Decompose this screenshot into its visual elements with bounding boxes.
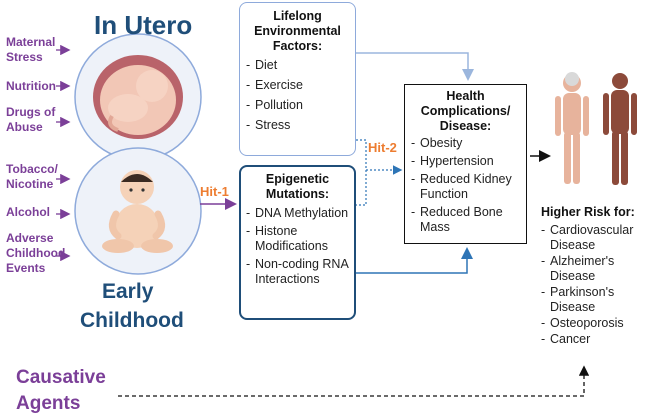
causative-arrow — [118, 365, 590, 397]
hit2-label: Hit-2 — [368, 140, 397, 155]
lifelong-factors-title: Lifelong Environmental Factors: — [254, 9, 341, 53]
list-item: -Reduced Bone Mass — [411, 205, 503, 234]
higher-risk-title: Higher Risk for: — [541, 205, 635, 219]
epigenetic-mutations-title: Epigenetic Mutations: — [265, 172, 330, 201]
lifelong-factors-list: -Diet -Exercise -Pollution -Stress — [246, 58, 349, 133]
childhood-title: Childhood — [80, 309, 184, 332]
higher-risk-list: -Cardiovascular Disease -Alzheimer's Dis… — [541, 223, 641, 347]
hit2-bracket — [356, 139, 367, 206]
human-figures-illustration — [555, 72, 637, 185]
list-item: -DNA Methylation — [246, 206, 349, 220]
fetus-illustration — [93, 55, 183, 139]
agent-drugs-of-abuse: Drugs of Abuse — [6, 105, 56, 134]
list-item: -Cardiovascular Disease — [541, 223, 634, 252]
agent-maternal-stress: Maternal Stress — [6, 35, 56, 64]
lifelong-to-health-arrow — [356, 52, 474, 81]
agent-adverse-childhood-events: Adverse Childhood Events — [6, 231, 66, 275]
agent-tobacco-nicotine: Tobacco/ Nicotine — [6, 162, 58, 191]
list-item: -Reduced Kidney Function — [411, 172, 512, 201]
hit1-label: Hit-1 — [200, 184, 229, 199]
health-complications-title: Health Complications/ Disease: — [420, 89, 511, 133]
causative-agents-label-line1: Causative — [16, 367, 106, 388]
causative-agents-label-line2: Agents — [16, 393, 81, 414]
epigenetic-to-health-arrow — [356, 247, 473, 274]
list-item: -Exercise — [246, 78, 303, 92]
baby-illustration — [102, 170, 173, 253]
list-item: -Histone Modifications — [246, 224, 328, 253]
health-complications-box: Health Complications/ Disease: -Obesity … — [404, 84, 527, 244]
agent-arrows — [56, 44, 71, 262]
list-item: -Obesity — [411, 136, 463, 150]
list-item: -Pollution — [246, 98, 303, 112]
list-item: -Alzheimer's Disease — [541, 254, 615, 283]
list-item: -Osteoporosis — [541, 316, 624, 330]
epigenetic-mutations-list: -DNA Methylation -Histone Modifications … — [246, 206, 349, 287]
list-item: -Parkinson's Disease — [541, 285, 615, 314]
in-utero-title: In Utero — [94, 10, 193, 40]
lifelong-factors-box: Lifelong Environmental Factors: -Diet -E… — [239, 2, 356, 156]
list-item: -Cancer — [541, 332, 591, 346]
health-complications-list: -Obesity -Hypertension -Reduced Kidney F… — [411, 136, 520, 235]
list-item: -Stress — [246, 118, 291, 132]
epigenetic-mutations-box: Epigenetic Mutations: -DNA Methylation -… — [239, 165, 356, 320]
list-item: -Diet — [246, 58, 278, 72]
agent-nutrition: Nutrition — [6, 79, 56, 93]
list-item: -Hypertension — [411, 154, 494, 168]
list-item: -Non-coding RNA Interactions — [246, 257, 349, 286]
agent-alcohol: Alcohol — [6, 205, 50, 219]
early-title: Early — [102, 280, 154, 303]
